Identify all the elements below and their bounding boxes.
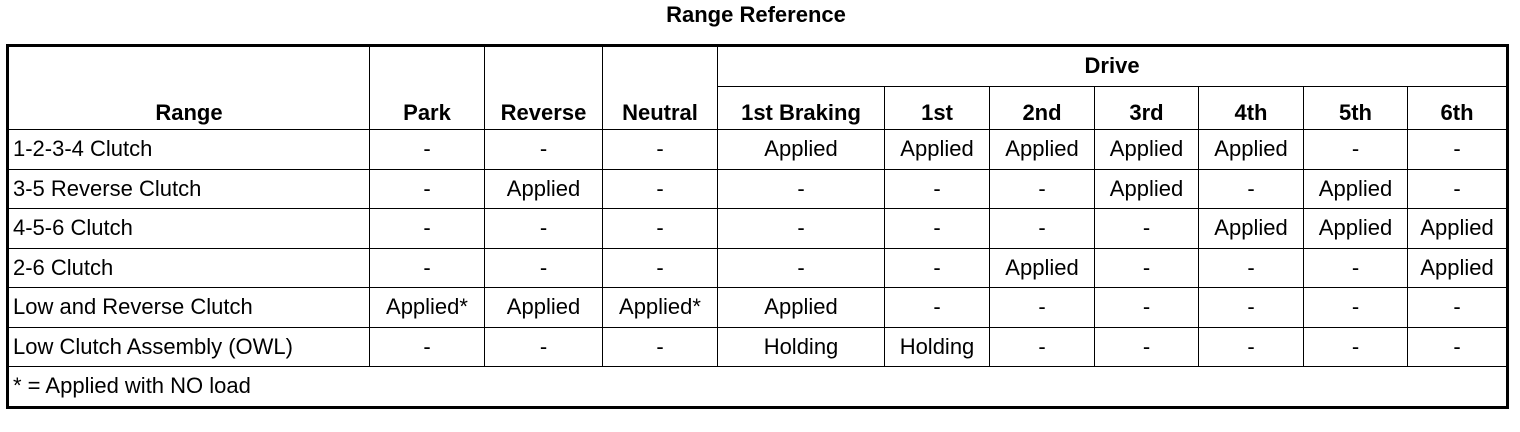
table-cell: -: [717, 208, 885, 249]
table-cell: -: [602, 326, 718, 367]
table-cell: -: [1094, 287, 1199, 328]
table-row: Low Clutch Assembly (OWL) - - - Holding …: [7, 326, 1509, 367]
table-cell: Applied: [989, 129, 1095, 170]
table-cell: -: [1406, 287, 1509, 328]
table-cell: -: [484, 326, 603, 367]
table-cell: -: [1198, 326, 1304, 367]
footnote: * = Applied with NO load: [6, 366, 1509, 408]
table-cell: -: [717, 247, 885, 288]
header-drive-4th: 4th: [1198, 85, 1304, 130]
table-cell: -: [884, 287, 990, 328]
table-cell: -: [1094, 247, 1199, 288]
table-cell: -: [884, 168, 990, 209]
table-cell: -: [717, 168, 885, 209]
table-cell: -: [1406, 168, 1509, 209]
table-cell: Applied: [1406, 247, 1509, 288]
table-cell: -: [1406, 326, 1509, 367]
table-cell: Applied: [484, 168, 603, 209]
table-cell: -: [369, 247, 485, 288]
table-cell: Applied: [1303, 208, 1408, 249]
table-cell: -: [602, 247, 718, 288]
header-drive-1st: 1st: [884, 85, 990, 130]
table-cell: -: [369, 326, 485, 367]
component-name: 3-5 Reverse Clutch: [7, 168, 370, 209]
table-row: 4-5-6 Clutch - - - - - - - Applied Appli…: [7, 208, 1509, 249]
table-cell: -: [369, 208, 485, 249]
component-name: 1-2-3-4 Clutch: [7, 129, 370, 170]
table-cell: -: [989, 326, 1095, 367]
table-cell: Applied: [1406, 208, 1509, 249]
header-drive-5th: 5th: [1303, 85, 1408, 130]
table-cell: Applied: [1094, 129, 1199, 170]
table-cell: -: [884, 208, 990, 249]
table-cell: -: [884, 247, 990, 288]
table-cell: -: [1094, 326, 1199, 367]
table-cell: Applied: [1198, 208, 1304, 249]
table-cell: Holding: [717, 326, 885, 367]
table-cell: -: [369, 168, 485, 209]
header-drive: Drive: [716, 45, 1509, 87]
table-row: 1-2-3-4 Clutch - - - Applied Applied App…: [7, 129, 1509, 170]
header-reverse: Reverse: [484, 45, 603, 130]
component-name: 4-5-6 Clutch: [7, 208, 370, 249]
table-row: Low and Reverse Clutch Applied* Applied …: [7, 287, 1509, 328]
table-cell: Applied: [1303, 168, 1408, 209]
table-cell: Applied: [717, 287, 885, 328]
header-range: Range: [7, 45, 370, 130]
table-cell: -: [1303, 287, 1408, 328]
table-cell: -: [1198, 287, 1304, 328]
range-reference-table: Range Park Reverse Neutral Drive 1st Bra…: [6, 44, 1510, 409]
table-cell: -: [1303, 247, 1408, 288]
header-neutral: Neutral: [602, 45, 718, 130]
header-drive-1st-braking: 1st Braking: [717, 85, 885, 130]
table-cell: Applied: [484, 287, 603, 328]
table-cell: -: [602, 208, 718, 249]
header-drive-2nd: 2nd: [989, 85, 1095, 130]
table-cell: -: [1406, 129, 1509, 170]
table-cell: Holding: [884, 326, 990, 367]
header-park: Park: [369, 45, 485, 130]
table-cell: -: [484, 129, 603, 170]
header-drive-6th: 6th: [1406, 85, 1509, 130]
table-cell: -: [1198, 247, 1304, 288]
table-row: 3-5 Reverse Clutch - Applied - - - - App…: [7, 168, 1509, 209]
table-cell: -: [989, 168, 1095, 209]
table-cell: -: [369, 129, 485, 170]
table-cell: Applied: [1198, 129, 1304, 170]
table-cell: Applied: [717, 129, 885, 170]
component-name: Low and Reverse Clutch: [7, 287, 370, 328]
table-cell: -: [1198, 168, 1304, 209]
footnote-row: * = Applied with NO load: [6, 366, 1509, 408]
table-cell: Applied: [884, 129, 990, 170]
table-row: 2-6 Clutch - - - - - Applied - - - Appli…: [7, 247, 1509, 288]
table-cell: -: [484, 247, 603, 288]
table-cell: -: [1094, 208, 1199, 249]
table-cell: Applied*: [602, 287, 718, 328]
table-cell: -: [602, 168, 718, 209]
table-cell: Applied*: [369, 287, 485, 328]
table-cell: -: [602, 129, 718, 170]
header-drive-3rd: 3rd: [1094, 85, 1199, 130]
page-title: Range Reference: [666, 2, 846, 27]
component-name: 2-6 Clutch: [7, 247, 370, 288]
table-cell: -: [1303, 326, 1408, 367]
table-cell: -: [989, 287, 1095, 328]
component-name: Low Clutch Assembly (OWL): [7, 326, 370, 367]
table-cell: Applied: [1094, 168, 1199, 209]
table-cell: -: [484, 208, 603, 249]
table-cell: Applied: [989, 247, 1095, 288]
table-cell: -: [1303, 129, 1408, 170]
table-cell: -: [989, 208, 1095, 249]
